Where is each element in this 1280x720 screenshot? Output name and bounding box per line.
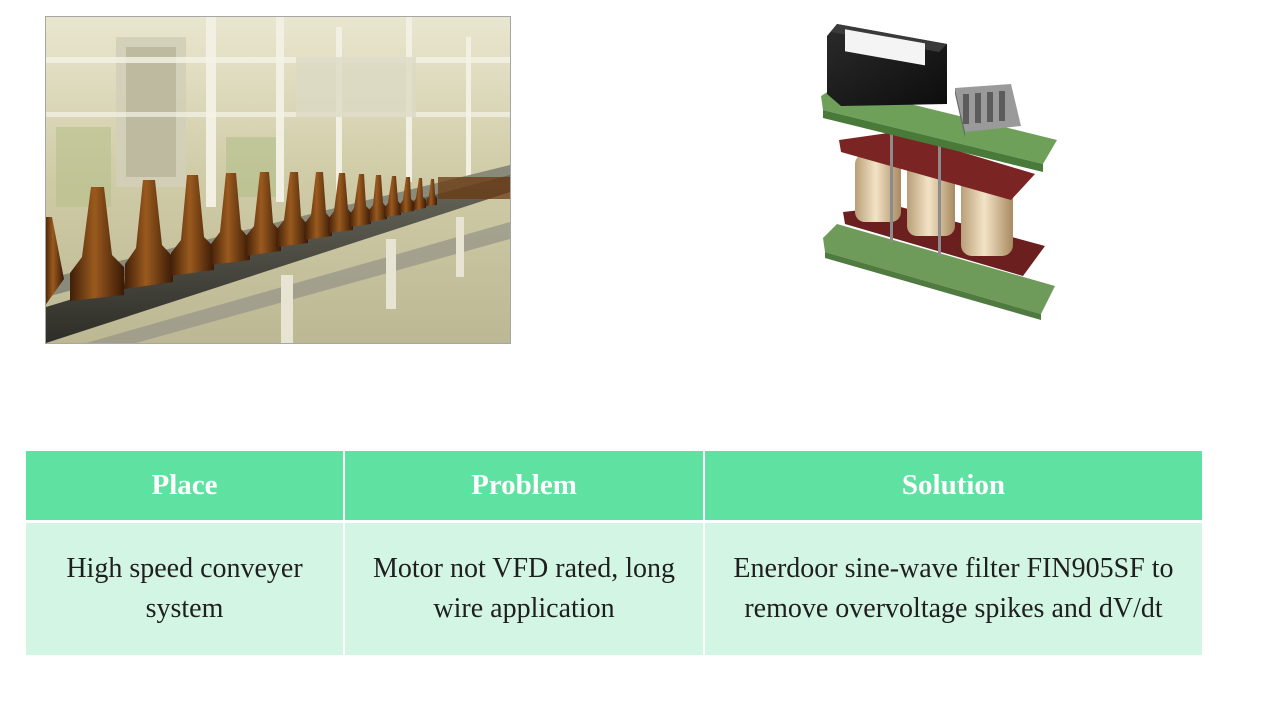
cell-place: High speed conveyer system	[26, 521, 345, 655]
header-place: Place	[26, 451, 345, 523]
cell-problem: Motor not VFD rated, long wire applicati…	[344, 521, 705, 655]
header-problem: Problem	[344, 451, 705, 523]
table-header-row: Place Problem Solution	[26, 451, 1202, 523]
header-solution: Solution	[704, 451, 1202, 523]
table-row: High speed conveyer system Motor not VFD…	[26, 521, 1202, 655]
bottle-row	[46, 172, 510, 305]
bottle-conveyor-image	[46, 17, 510, 343]
conveyor-photo	[45, 16, 511, 344]
cell-solution: Enerdoor sine-wave filter FIN905SF to re…	[704, 521, 1202, 655]
sine-wave-filter-photo	[815, 14, 1065, 324]
place-problem-solution-table: Place Problem Solution High speed convey…	[26, 451, 1202, 655]
sine-wave-filter-image	[821, 24, 1057, 320]
